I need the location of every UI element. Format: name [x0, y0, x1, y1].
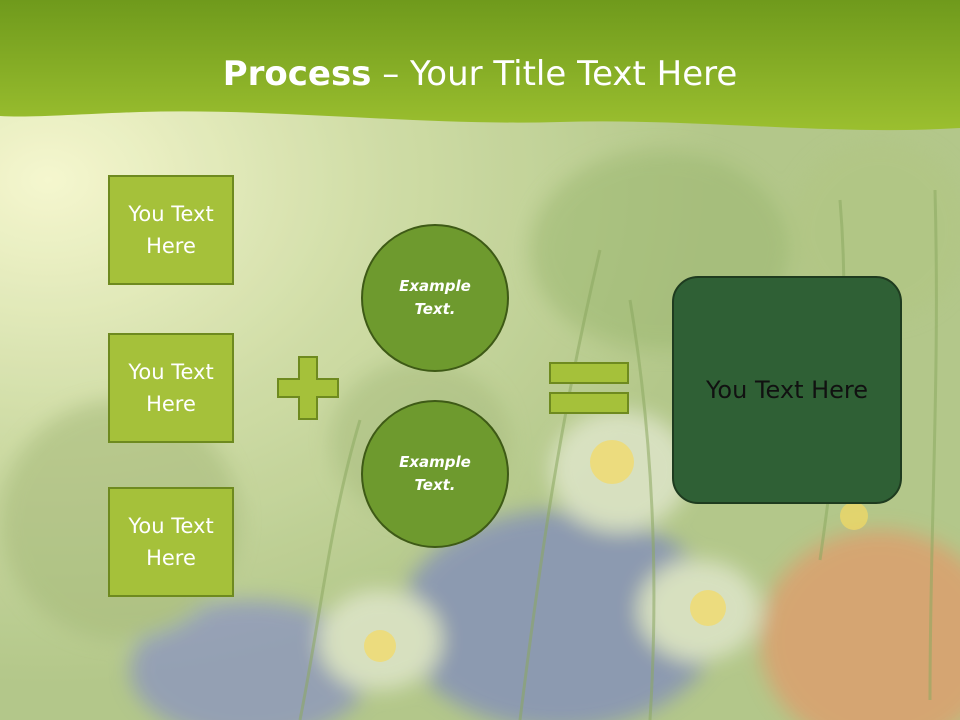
example-circle-2: Example Text.: [361, 400, 509, 548]
example-circle-1: Example Text.: [361, 224, 509, 372]
circle-label: Example Text.: [399, 453, 471, 494]
left-box-label: You Text Here: [128, 514, 214, 570]
result-box-label: You Text Here: [705, 376, 869, 404]
left-box-label: You Text Here: [128, 202, 214, 258]
left-box-2: You Text Here: [108, 333, 234, 443]
title-rest: – Your Title Text Here: [371, 54, 738, 94]
title-bold: Process: [222, 54, 372, 94]
equals-icon: [549, 362, 629, 414]
left-box-label: You Text Here: [128, 360, 214, 416]
plus-icon: [277, 356, 339, 420]
slide-title: Process – Your Title Text Here: [0, 52, 960, 96]
result-box: You Text Here: [672, 276, 902, 504]
circle-label: Example Text.: [399, 277, 471, 318]
left-box-3: You Text Here: [108, 487, 234, 597]
left-box-1: You Text Here: [108, 175, 234, 285]
